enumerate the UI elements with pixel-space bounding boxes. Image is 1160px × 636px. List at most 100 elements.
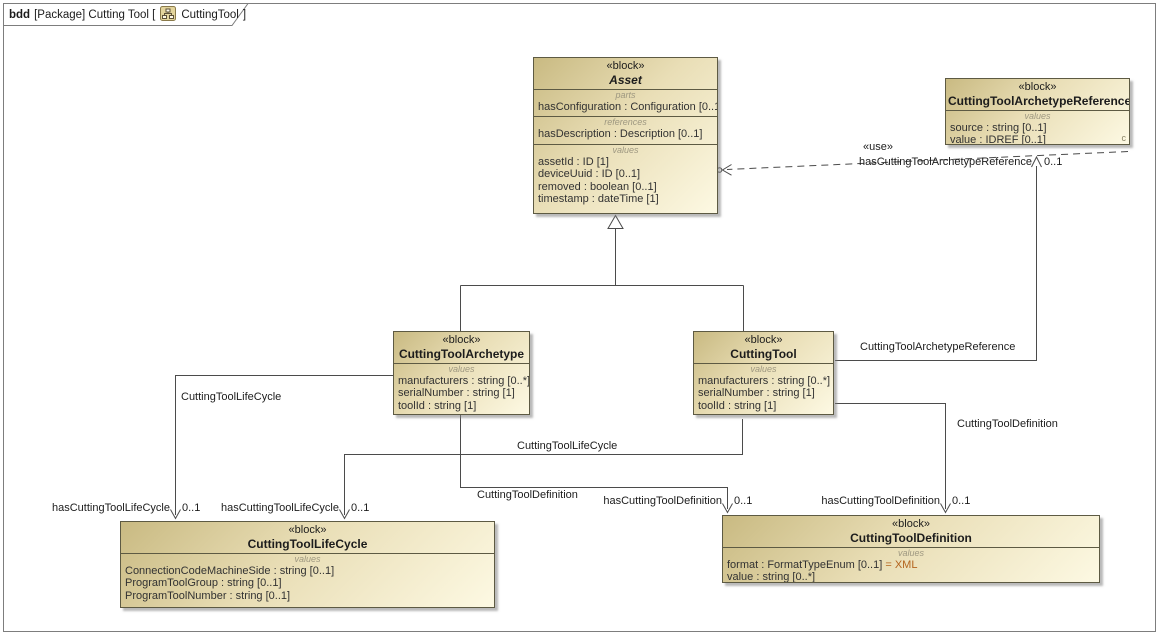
block-cuttingtool[interactable]: «block» CuttingTool values manufacturers… [693,331,834,415]
multiplicity-label[interactable]: 0..1 [952,495,971,507]
attribute-row[interactable]: ProgramToolNumber : string [0..1] [125,589,291,602]
block-name[interactable]: Asset [609,73,642,87]
block-name[interactable]: CuttingToolArchetypeReference [948,94,1130,108]
compartment-label: values [897,548,924,558]
multiplicity-label[interactable]: 0..1 [351,502,370,514]
bdd-diagram-icon [160,6,177,24]
attribute-row[interactable]: value : IDREF [0..1] [950,134,1046,145]
association-archetype-lifecycle[interactable] [175,375,394,516]
open-arrowhead-down-icon [170,509,181,520]
association-archetype-definition[interactable] [460,415,728,509]
block-header: «block» Asset [534,58,717,89]
use-stereotype-label[interactable]: «use» [863,141,893,153]
compartment-label: values [612,144,639,155]
association-name-definition-right[interactable]: CuttingToolDefinition [957,418,1058,430]
use-dependency-connector[interactable] [726,151,1129,170]
diagram-frame-tab [3,3,249,26]
values-compartment: values ConnectionCodeMachineSide : strin… [121,553,494,605]
role-label-has-definition-2[interactable]: hasCuttingToolDefinition [821,495,940,507]
block-header: «block» CuttingToolDefinition [723,516,1099,547]
association-name-lifecycle-mid[interactable]: CuttingToolLifeCycle [517,440,618,452]
multiplicity-label[interactable]: 0..1 [182,502,201,514]
role-label-has-archetype-reference[interactable]: hasCuttingToolArchetypeReference [858,156,1032,168]
attribute-row[interactable]: source : string [0..1] [950,122,1047,134]
frame-tab-header[interactable]: bdd [Package] Cutting Tool [ CuttingTool… [9,6,247,24]
block-asset[interactable]: «block» Asset parts hasConfiguration : C… [533,57,718,214]
attribute-row[interactable]: toolId : string [1] [398,399,477,412]
stereotype-label: «block» [744,334,783,346]
diagram-frame [3,3,1156,632]
attribute-row[interactable]: manufacturers : string [0..*] [398,375,530,387]
attribute-row[interactable]: ConnectionCodeMachineSide : string [0..1… [125,565,335,577]
compartment-label: values [1024,111,1051,121]
values-compartment: values assetId : ID [1] deviceUuid : ID … [534,143,717,209]
stereotype-label: «block» [442,334,481,346]
block-cuttingtool-archetype[interactable]: «block» CuttingToolArchetype values manu… [393,331,530,415]
diagram-name: CuttingTool [181,9,239,21]
compartment-label: values [750,364,777,374]
diagram-title: [Package] Cutting Tool [ [34,9,156,21]
generalization-arrowhead-icon [607,214,624,229]
block-cuttingtool-archetype-reference[interactable]: «block» CuttingToolArchetypeReference va… [945,78,1130,145]
generalization-connector[interactable] [460,229,744,331]
diagram-title-close: ] [242,9,247,21]
block-header: «block» CuttingTool [694,332,833,363]
values-compartment: values manufacturers : string [0..*] ser… [394,363,530,414]
block-cuttingtool-lifecycle[interactable]: «block» CuttingToolLifeCycle values Conn… [120,521,495,608]
compartment-label: parts [615,90,636,100]
diagram-kind-label: bdd [9,9,31,21]
open-arrowhead-down-icon [722,503,733,514]
attribute-text: value : string [0..*] [727,571,816,583]
compartment-label: references [604,117,647,128]
open-arrowhead-down-icon [339,509,350,520]
block-name[interactable]: CuttingToolArchetype [398,347,525,361]
attribute-row[interactable]: serialNumber : string [1] [698,387,815,400]
attribute-row[interactable]: serialNumber : string [1] [398,387,515,400]
corner-marker: c [1121,133,1127,143]
attribute-row[interactable]: hasConfiguration : Configuration [0..1] [538,101,718,113]
attribute-row[interactable]: ProgramToolGroup : string [0..1] [125,577,282,590]
association-cuttingtool-definition[interactable] [835,403,946,510]
role-label-has-lifecycle-2[interactable]: hasCuttingToolLifeCycle [220,502,339,514]
attribute-row[interactable]: removed : boolean [0..1] [538,180,657,193]
attribute-row[interactable]: manufacturers : string [0..*] [698,375,831,387]
values-compartment: values manufacturers : string [0..*] ser… [694,363,833,414]
attribute-row[interactable]: format : FormatTypeEnum [0..1] = XML [727,559,1095,571]
attribute-row[interactable]: deviceUuid : ID [0..1] [538,168,641,181]
block-name[interactable]: CuttingToolLifeCycle [247,537,368,551]
association-name-definition-left[interactable]: CuttingToolDefinition [477,489,578,501]
references-compartment: references hasDescription : Description … [534,116,717,143]
compartment-label: values [448,364,475,374]
role-label-has-lifecycle-1[interactable]: hasCuttingToolLifeCycle [51,502,170,514]
open-arrowhead-down-icon [940,503,951,514]
attribute-row[interactable]: hasDescription : Description [0..1] [538,128,703,141]
stereotype-label: «block» [1018,81,1057,93]
multiplicity-label[interactable]: 0..1 [1044,156,1063,168]
open-arrowhead-up-icon [1031,155,1042,168]
stereotype-label: «block» [892,518,930,530]
multiplicity-label[interactable]: 0..1 [734,495,753,507]
block-cuttingtool-definition[interactable]: «block» CuttingToolDefinition values for… [722,515,1100,583]
block-name[interactable]: CuttingTool [730,347,797,361]
association-cuttingtool-lifecycle[interactable] [344,419,743,515]
attribute-row[interactable]: timestamp : dateTime [1] [538,193,659,206]
attribute-text: format : FormatTypeEnum [0..1] [727,559,886,571]
role-label-has-definition-1[interactable]: hasCuttingToolDefinition [603,495,722,507]
block-name[interactable]: CuttingToolDefinition [850,531,972,545]
association-name-archetype-reference[interactable]: CuttingToolArchetypeReference [860,341,1016,353]
parts-compartment: parts hasConfiguration : Configuration [… [534,89,717,116]
stereotype-label: «block» [606,60,645,72]
attribute-default-value: = XML [885,559,918,571]
values-compartment: values format : FormatTypeEnum [0..1] = … [723,547,1099,583]
stereotype-label: «block» [288,524,327,536]
association-name-lifecycle-left[interactable]: CuttingToolLifeCycle [181,391,282,403]
attribute-row[interactable]: value : string [0..*] [727,571,1095,583]
attribute-row[interactable]: assetId : ID [1] [538,155,609,168]
values-compartment: values source : string [0..1] value : ID… [946,110,1129,145]
attribute-row[interactable]: toolId : string [1] [698,399,777,412]
association-cuttingtool-archetypereference[interactable] [835,166,1037,361]
block-header: «block» CuttingToolLifeCycle [121,522,494,553]
block-header: «block» CuttingToolArchetype [394,332,529,363]
